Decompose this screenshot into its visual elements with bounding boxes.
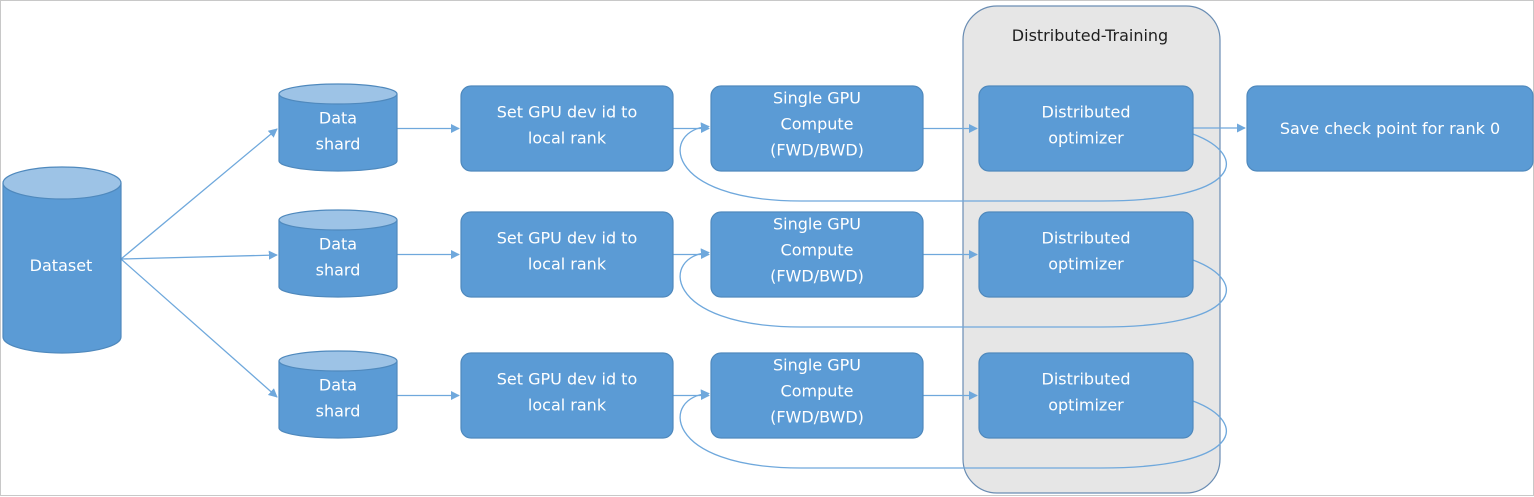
data-shard-body xyxy=(278,361,398,439)
compute-label-line-3: (FWD/BWD) xyxy=(770,141,864,160)
data-shard-label-line-2: shard xyxy=(316,402,361,421)
set-gpu-box xyxy=(460,211,674,298)
single-gpu-compute-node: Single GPU Compute (FWD/BWD) xyxy=(710,352,924,439)
distributed-optimizer-node: Distributed optimizer xyxy=(978,211,1194,298)
compute-label-line-2: Compute xyxy=(781,382,854,401)
compute-label-line-1: Single GPU xyxy=(773,215,861,234)
distributed-optimizer-node: Distributed optimizer xyxy=(978,352,1194,439)
edge-dataset-to-shard xyxy=(120,128,278,260)
set-gpu-box xyxy=(460,85,674,172)
data-shard-top xyxy=(278,83,398,105)
single-gpu-compute-node: Single GPU Compute (FWD/BWD) xyxy=(710,85,924,172)
dataset-label: Dataset xyxy=(30,256,93,275)
data-shard-node: Data shard xyxy=(278,209,398,298)
edge-loop-optimizer-to-compute xyxy=(679,389,1227,469)
data-shard-node: Data shard xyxy=(278,83,398,172)
set-gpu-label-line-2: local rank xyxy=(528,255,607,274)
edge-dataset-to-shard xyxy=(120,258,278,398)
data-shard-label-line-2: shard xyxy=(316,261,361,280)
dataset-cylinder-body xyxy=(2,183,122,354)
edge-loop-optimizer-to-compute xyxy=(679,248,1227,328)
compute-label-line-2: Compute xyxy=(781,115,854,134)
compute-label-line-3: (FWD/BWD) xyxy=(770,267,864,286)
set-gpu-label-line-1: Set GPU dev id to xyxy=(497,229,638,248)
pipeline-row-2: Data shard Set GPU dev id to local rank Sing… xyxy=(278,209,1194,298)
set-gpu-node: Set GPU dev id to local rank xyxy=(460,211,674,298)
compute-box xyxy=(710,352,924,439)
checkpoint-box xyxy=(1246,85,1534,172)
optimizer-label-line-1: Distributed xyxy=(1042,370,1131,389)
single-gpu-compute-node: Single GPU Compute (FWD/BWD) xyxy=(710,211,924,298)
data-shard-node: Data shard xyxy=(278,350,398,439)
pipeline-row-3: Data shard Set GPU dev id to local rank Sing… xyxy=(278,350,1194,439)
checkpoint-label: Save check point for rank 0 xyxy=(1280,119,1500,138)
set-gpu-label-line-2: local rank xyxy=(528,396,607,415)
distributed-optimizer-node: Distributed optimizer xyxy=(978,85,1194,172)
compute-label-line-3: (FWD/BWD) xyxy=(770,408,864,427)
data-shard-label-line-1: Data xyxy=(319,235,357,254)
optimizer-box xyxy=(978,352,1194,439)
data-shard-body xyxy=(278,220,398,298)
set-gpu-label-line-1: Set GPU dev id to xyxy=(497,103,638,122)
set-gpu-label-line-2: local rank xyxy=(528,129,607,148)
compute-label-line-1: Single GPU xyxy=(773,89,861,108)
compute-box xyxy=(710,85,924,172)
optimizer-label-line-1: Distributed xyxy=(1042,229,1131,248)
dataset-cylinder-top xyxy=(2,166,122,200)
data-shard-label-line-1: Data xyxy=(319,376,357,395)
group-title: Distributed-Training xyxy=(1012,26,1168,45)
set-gpu-node: Set GPU dev id to local rank xyxy=(460,85,674,172)
set-gpu-node: Set GPU dev id to local rank xyxy=(460,352,674,439)
data-shard-top xyxy=(278,209,398,231)
optimizer-label-line-2: optimizer xyxy=(1048,129,1124,148)
dataset-node: Dataset xyxy=(2,166,122,354)
set-gpu-box xyxy=(460,352,674,439)
checkpoint-node: Save check point for rank 0 xyxy=(1246,85,1534,172)
optimizer-box xyxy=(978,85,1194,172)
compute-box xyxy=(710,211,924,298)
edges-layer xyxy=(120,122,1246,469)
optimizer-label-line-2: optimizer xyxy=(1048,255,1124,274)
optimizer-label-line-1: Distributed xyxy=(1042,103,1131,122)
compute-label-line-2: Compute xyxy=(781,241,854,260)
pipeline-row-1: Data shard Set GPU dev id to local rank Sing… xyxy=(278,83,1194,172)
compute-label-line-1: Single GPU xyxy=(773,356,861,375)
data-shard-label-line-1: Data xyxy=(319,109,357,128)
data-shard-label-line-2: shard xyxy=(316,135,361,154)
optimizer-box xyxy=(978,211,1194,298)
optimizer-label-line-2: optimizer xyxy=(1048,396,1124,415)
set-gpu-label-line-1: Set GPU dev id to xyxy=(497,370,638,389)
data-shard-body xyxy=(278,94,398,172)
edge-loop-optimizer-to-compute xyxy=(679,122,1227,202)
edge-dataset-to-shard xyxy=(120,250,278,260)
data-shard-top xyxy=(278,350,398,372)
